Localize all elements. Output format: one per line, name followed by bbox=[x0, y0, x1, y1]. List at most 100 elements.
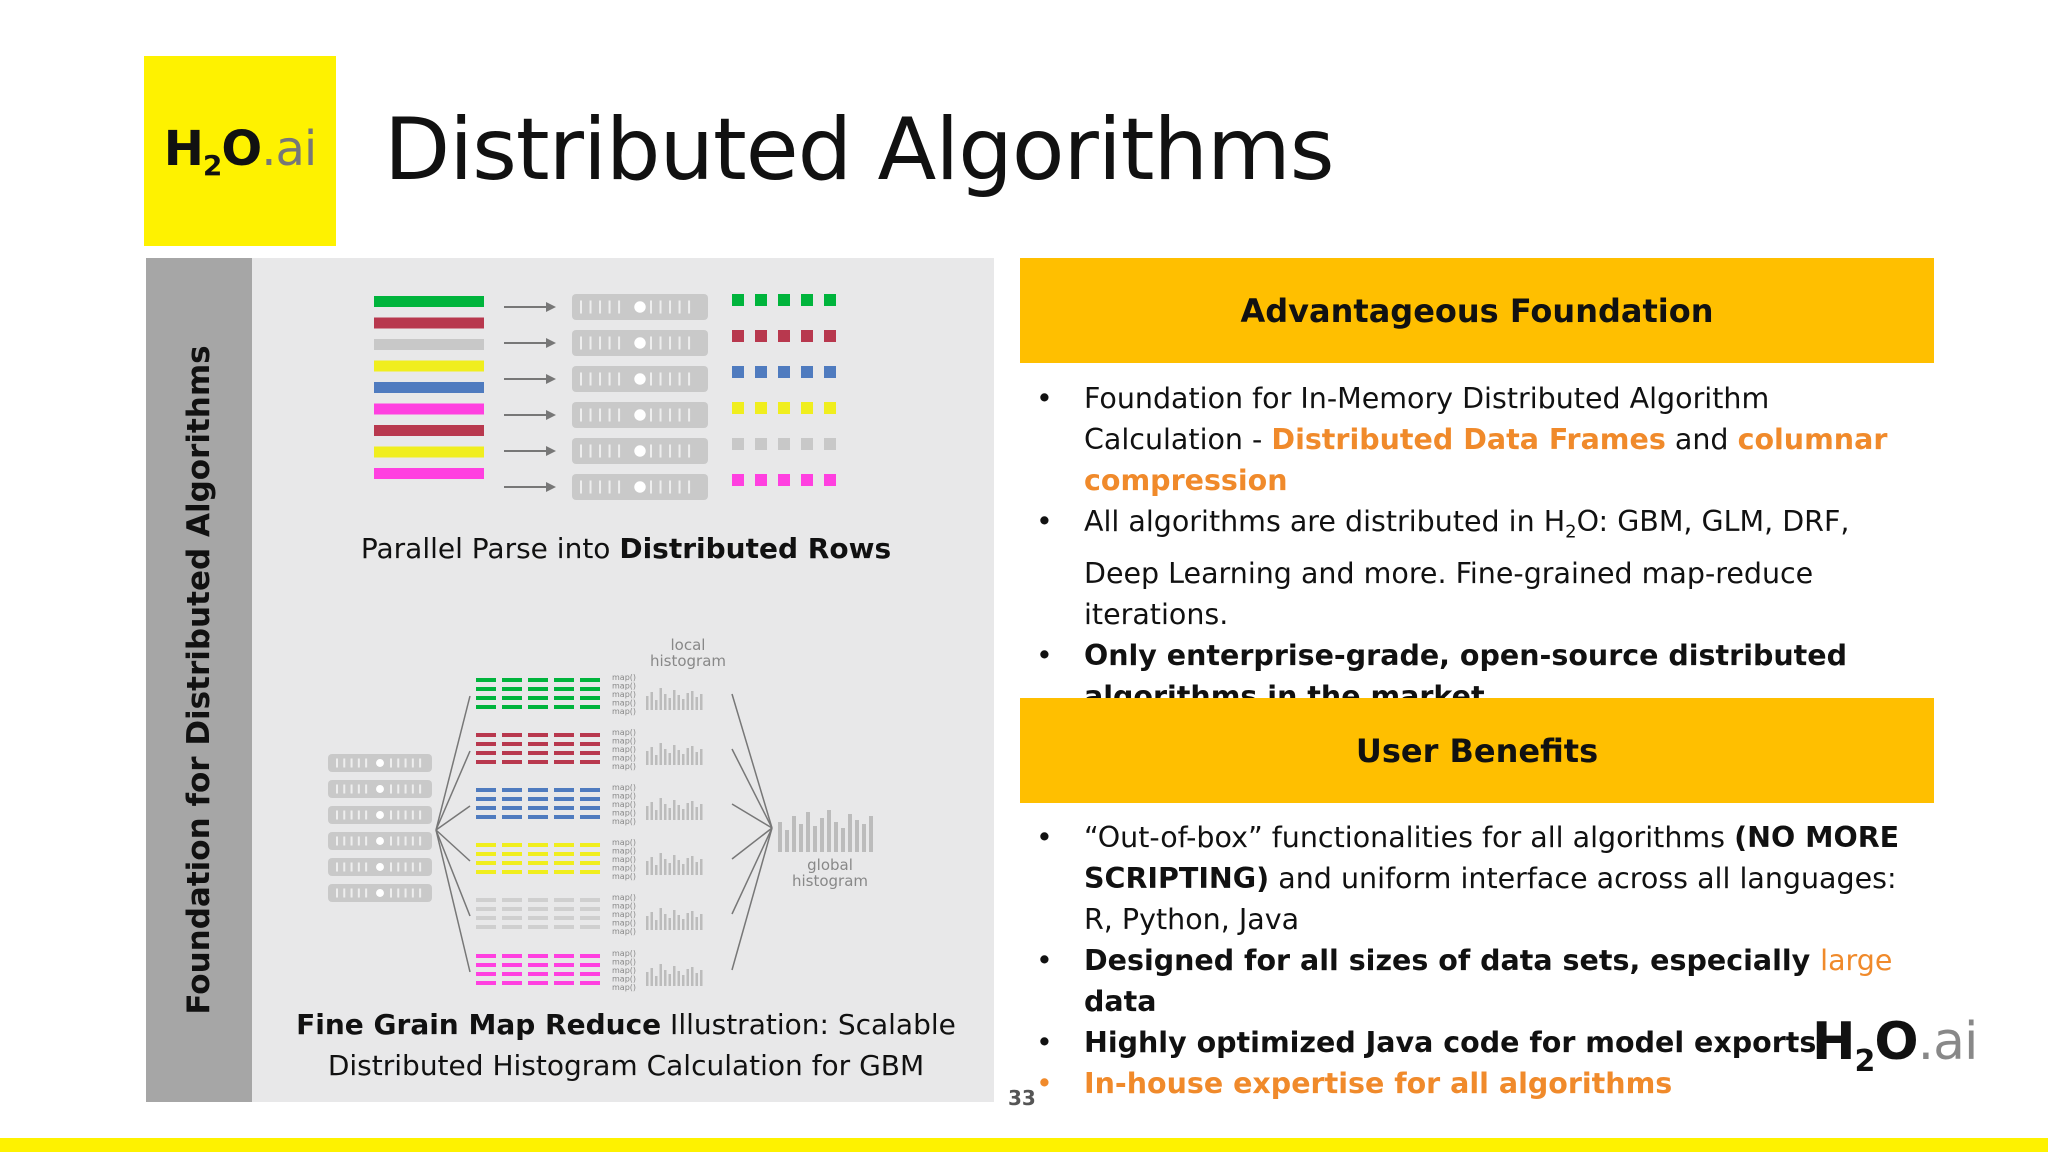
local-histogram-bar bbox=[695, 752, 698, 765]
chunk-square bbox=[755, 474, 767, 486]
bullet-item: •All algorithms are distributed in H2O: … bbox=[1030, 501, 1930, 635]
map-dash bbox=[476, 981, 496, 985]
server-icon bbox=[572, 366, 708, 392]
global-histogram-bar bbox=[834, 822, 838, 852]
row-bar bbox=[374, 446, 484, 458]
row-bar bbox=[374, 296, 484, 307]
map-dash bbox=[476, 843, 496, 847]
local-histogram-bar bbox=[659, 743, 662, 765]
map-dash bbox=[554, 751, 574, 755]
local-histogram-bar bbox=[673, 800, 676, 820]
map-label: map() bbox=[612, 728, 636, 737]
row-bar bbox=[374, 403, 484, 415]
map-dash bbox=[528, 972, 548, 976]
map-arrow bbox=[435, 805, 471, 831]
local-histogram-bar bbox=[664, 804, 667, 820]
map-dash bbox=[476, 760, 496, 764]
map-label: map() bbox=[612, 800, 636, 809]
server-icon bbox=[328, 780, 432, 798]
reduce-arrow bbox=[731, 748, 773, 829]
global-histogram-bar bbox=[785, 830, 789, 852]
local-histogram-bar bbox=[682, 919, 685, 930]
map-dash bbox=[580, 815, 600, 819]
map-dash bbox=[580, 806, 600, 810]
bullet-dot: • bbox=[1036, 382, 1053, 415]
map-label: map() bbox=[612, 690, 636, 699]
local-histogram-bar bbox=[695, 807, 698, 820]
local-histogram-bar bbox=[691, 801, 694, 820]
chunk-square bbox=[732, 474, 744, 486]
section-header-advantageous-foundation: Advantageous Foundation bbox=[1020, 258, 1934, 363]
bullet-dot: • bbox=[1036, 1026, 1053, 1059]
local-histogram-bar bbox=[695, 862, 698, 875]
chunk-square bbox=[801, 294, 813, 306]
map-dash bbox=[528, 981, 548, 985]
map-dash bbox=[476, 963, 496, 967]
map-label: map() bbox=[612, 872, 636, 881]
map-dash bbox=[476, 733, 496, 737]
map-dash bbox=[528, 788, 548, 792]
local-histogram-bar bbox=[677, 971, 680, 986]
map-label: map() bbox=[612, 847, 636, 856]
map-arrow bbox=[435, 829, 471, 973]
map-dash bbox=[554, 963, 574, 967]
global-histogram-bar bbox=[862, 824, 866, 852]
local-histogram-bar bbox=[682, 754, 685, 765]
local-histogram-bar bbox=[655, 810, 658, 820]
local-histogram-bar bbox=[673, 855, 676, 875]
global-histogram-bar bbox=[792, 816, 796, 852]
global-histogram-bar bbox=[813, 826, 817, 852]
map-dash bbox=[528, 898, 548, 902]
map-dash bbox=[554, 972, 574, 976]
map-dash bbox=[580, 898, 600, 902]
local-histogram-bar bbox=[646, 916, 649, 930]
map-label: map() bbox=[612, 737, 636, 746]
map-dash bbox=[528, 760, 548, 764]
map-label: map() bbox=[612, 707, 636, 716]
server-icon bbox=[572, 402, 708, 428]
map-dash bbox=[528, 742, 548, 746]
map-dash bbox=[580, 788, 600, 792]
map-label: map() bbox=[612, 983, 636, 992]
bullet-list-advantageous-foundation: •Foundation for In-Memory Distributed Al… bbox=[1030, 378, 1930, 717]
local-histogram-bar bbox=[664, 914, 667, 930]
local-histogram-bar bbox=[655, 755, 658, 765]
row-bar bbox=[374, 360, 484, 372]
chunk-square bbox=[778, 294, 790, 306]
map-dash bbox=[528, 925, 548, 929]
map-dash bbox=[502, 760, 522, 764]
map-label: map() bbox=[612, 783, 636, 792]
map-dash bbox=[554, 925, 574, 929]
caption-distributed-rows: Parallel Parse into Distributed Rows bbox=[360, 532, 892, 565]
bullet-list-user-benefits: •“Out-of-box” functionalities for all al… bbox=[1030, 817, 1930, 1104]
map-dash bbox=[554, 861, 574, 865]
map-dash bbox=[554, 916, 574, 920]
chunk-square bbox=[732, 402, 744, 414]
local-histogram-bar bbox=[664, 749, 667, 765]
local-histogram-label: local bbox=[671, 636, 706, 654]
map-label: map() bbox=[612, 673, 636, 682]
server-icon bbox=[328, 806, 432, 824]
local-histogram-bar bbox=[673, 745, 676, 765]
map-dash bbox=[476, 687, 496, 691]
map-dash bbox=[502, 705, 522, 709]
local-histogram-bar bbox=[695, 697, 698, 710]
global-histogram-bar bbox=[778, 822, 782, 852]
map-dash bbox=[554, 760, 574, 764]
server-icon bbox=[328, 754, 432, 772]
map-dash bbox=[476, 907, 496, 911]
local-histogram-bar bbox=[668, 974, 671, 986]
map-dash bbox=[580, 742, 600, 746]
local-histogram-bar bbox=[682, 864, 685, 875]
local-histogram-bar bbox=[686, 693, 689, 710]
global-histogram-label: global bbox=[807, 856, 853, 874]
map-label: map() bbox=[612, 682, 636, 691]
local-histogram-bar bbox=[659, 688, 662, 710]
reduce-arrow bbox=[731, 827, 773, 915]
map-dash bbox=[580, 870, 600, 874]
map-dash bbox=[554, 898, 574, 902]
section-header-user-benefits: User Benefits bbox=[1020, 698, 1934, 803]
local-histogram-bar bbox=[664, 859, 667, 875]
map-dash bbox=[528, 696, 548, 700]
bullet-dot: • bbox=[1036, 944, 1053, 977]
